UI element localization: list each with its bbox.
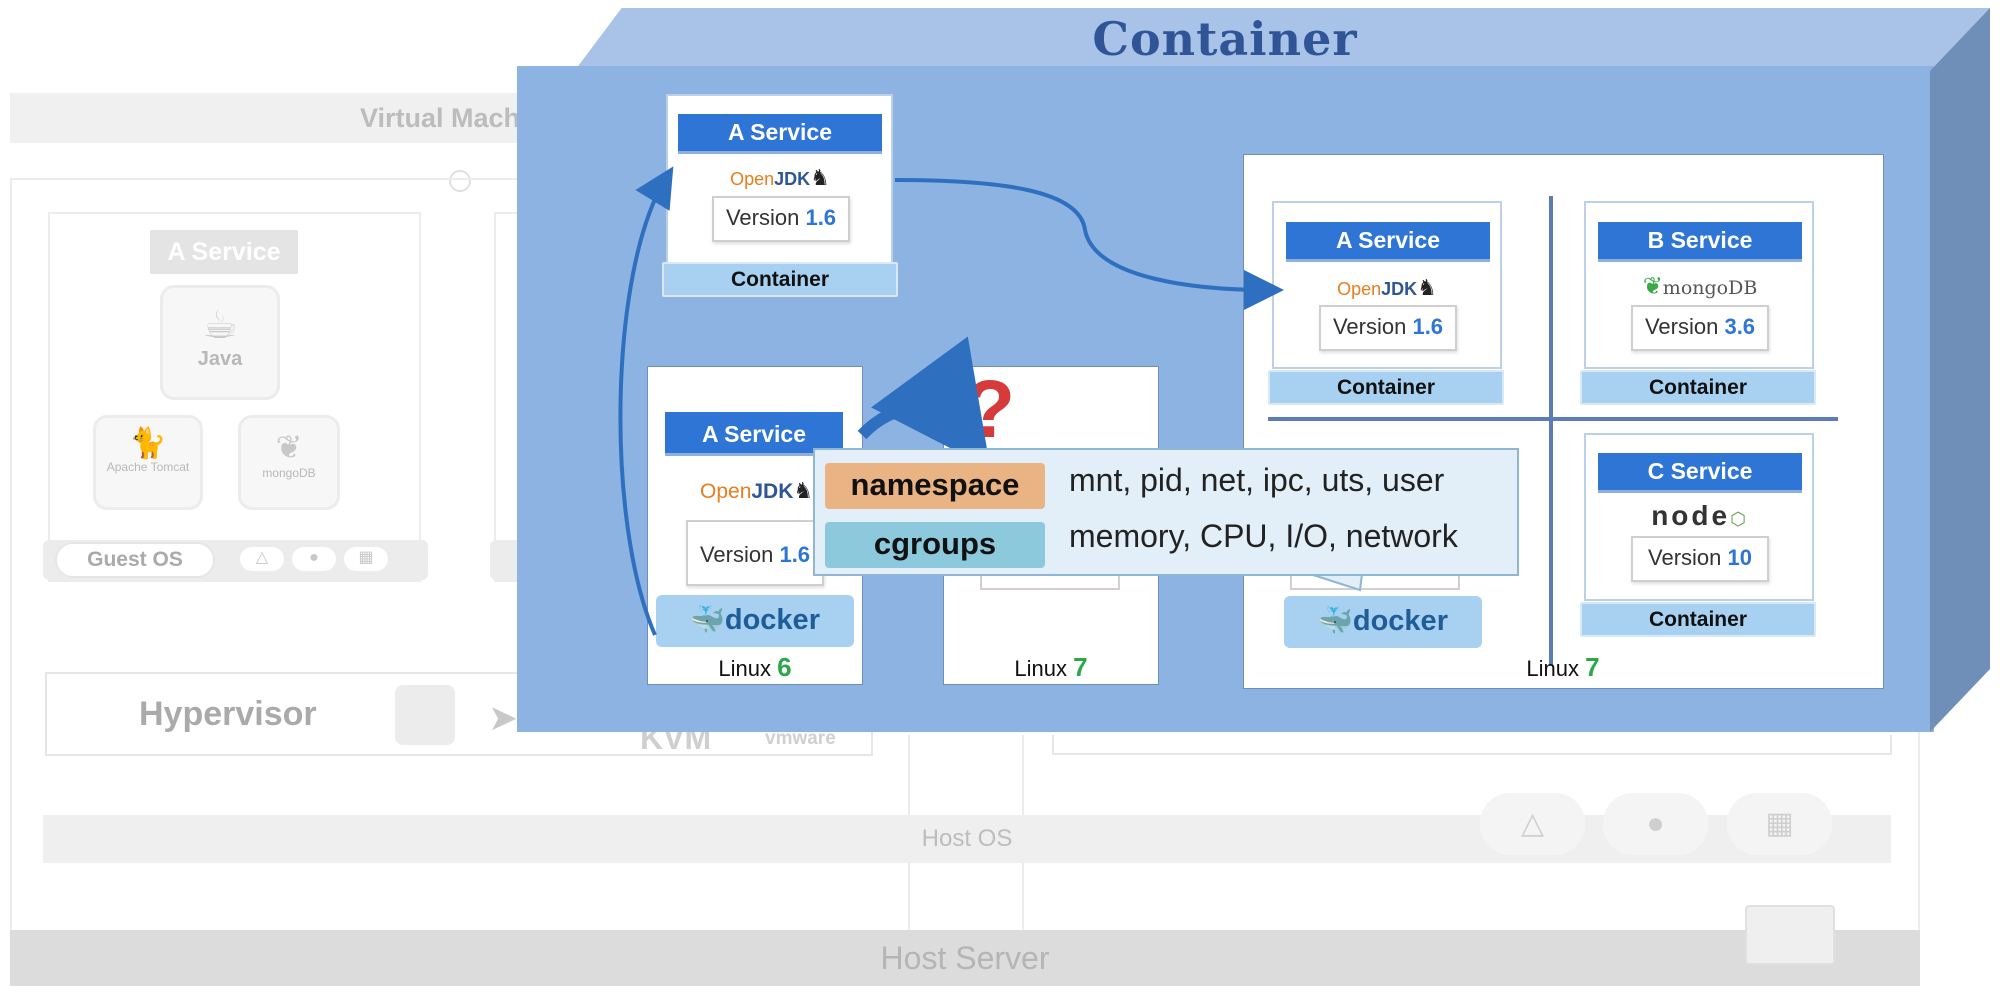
container-box-top	[574, 8, 1990, 71]
top-service-badge: A Service	[678, 114, 882, 154]
cell-c-node-logo: node⬡	[1610, 500, 1790, 532]
version-number: 1.6	[805, 205, 837, 230]
docker-label: docker	[724, 604, 820, 636]
guest-os-label: Guest OS	[55, 542, 215, 578]
duke-icon: ♞	[1417, 275, 1437, 300]
docker-label: docker	[1352, 605, 1448, 637]
host-server-bar: Host Server	[10, 930, 1920, 986]
linux7-docker-chip: 🐳docker	[1284, 596, 1482, 648]
openjdk-jdk-text: JDK	[774, 169, 811, 189]
version-text: Version	[1644, 314, 1719, 339]
host-linux-icon: △	[1480, 793, 1585, 855]
java-tile: ☕ Java	[160, 285, 280, 400]
docker-whale-icon: 🐳	[690, 604, 725, 635]
namespace-cgroups-callout: namespace mnt, pid, net, ipc, uts, user …	[813, 448, 1519, 576]
openjdk-open-text: Open	[730, 169, 775, 189]
version-number: 1.6	[1412, 314, 1444, 339]
linux6-label: Linux 6	[647, 652, 863, 683]
linux-number: 7	[1585, 652, 1600, 682]
namespace-description: mnt, pid, net, ipc, uts, user	[1069, 462, 1445, 498]
linux-os-icon: △	[240, 547, 284, 571]
quadrant-divider-vertical	[1549, 196, 1553, 666]
host-windows-icon: ▦	[1727, 793, 1832, 855]
linux6-service-badge: A Service	[665, 412, 843, 456]
version-number: 3.6	[1724, 314, 1756, 339]
hypervisor-label: Hypervisor	[139, 695, 317, 733]
linux7-small-label: Linux 7	[943, 652, 1159, 683]
server-rack-icon	[1745, 905, 1835, 965]
version-text: Version	[699, 542, 774, 567]
container-title: Container	[1092, 12, 1358, 66]
linux-text: Linux	[1014, 656, 1067, 681]
linux6-openjdk-logo: OpenJDK♞	[700, 478, 814, 504]
linux-number: 7	[1073, 652, 1088, 682]
placeholder-box-big	[1290, 568, 1460, 590]
vmware-logo: vmware	[765, 728, 836, 749]
callout-pointer	[1309, 573, 1364, 592]
cell-a-container-label: Container	[1268, 370, 1504, 405]
linux-text: Linux	[718, 656, 771, 681]
linux7-big-label: Linux 7	[1443, 652, 1683, 683]
top-container-label: Container	[662, 262, 898, 297]
linux-text: Linux	[1526, 656, 1579, 681]
tomcat-tile: 🐈 Apache Tomcat	[93, 415, 203, 510]
openjdk-open-text: Open	[1337, 279, 1382, 299]
linux-number: 6	[777, 652, 792, 682]
version-number: 10	[1727, 545, 1752, 570]
arrow-linux6-to-container	[618, 166, 674, 636]
container-box-side	[1930, 8, 1990, 732]
namespace-pill: namespace	[825, 463, 1045, 509]
cell-a-version-box: Version 1.6	[1319, 305, 1457, 351]
cell-a-service-badge: A Service	[1286, 222, 1490, 262]
mongodb-label: mongoDB	[262, 466, 316, 480]
cell-b-service-badge: B Service	[1598, 222, 1802, 262]
cell-c-container-label: Container	[1580, 602, 1816, 637]
version-text: Version	[1648, 545, 1722, 570]
mongodb-text: mongoDB	[1662, 277, 1758, 299]
version-number: 1.6	[779, 542, 811, 567]
quadrant-divider-horizontal	[1268, 417, 1838, 421]
cgroups-description: memory, CPU, I/O, network	[1069, 518, 1458, 554]
arrow-curved-to-question	[857, 336, 991, 469]
java-label: Java	[197, 348, 243, 370]
arrow-container-to-linux7	[894, 178, 1284, 310]
duke-icon: ♞	[793, 478, 814, 503]
openjdk-jdk-text: JDK	[751, 480, 794, 503]
top-openjdk-logo: OpenJDK♞	[690, 165, 870, 191]
xen-icon: ➤	[488, 697, 519, 738]
cgroups-pill: cgroups	[825, 522, 1045, 568]
cell-a-openjdk-logo: OpenJDK♞	[1297, 275, 1477, 301]
mongodb-leaf-icon: ❦	[1642, 272, 1663, 300]
version-text: Version	[725, 205, 800, 230]
openjdk-open-text: Open	[700, 480, 752, 503]
linux6-version-box: Version 1.6	[686, 520, 824, 586]
version-text: Version	[1332, 314, 1407, 339]
mongodb-leaf-icon: ❦	[275, 429, 303, 465]
node-hex-icon: ⬡	[1730, 509, 1749, 529]
cell-b-mongodb-logo: ❦mongoDB	[1610, 272, 1790, 300]
placeholder-box	[980, 568, 1120, 590]
windows-os-icon: ▦	[344, 547, 388, 571]
hypervisor-bar-right	[1052, 735, 1892, 755]
node-text: node	[1651, 500, 1731, 531]
apple-os-icon: ●	[292, 547, 336, 571]
docker-whale-icon: 🐳	[1318, 605, 1353, 636]
duke-icon: ♞	[810, 165, 830, 190]
mongodb-tile: ❦ mongoDB	[238, 415, 340, 510]
virtualbox-icon	[395, 685, 455, 745]
tomcat-cat-icon: 🐈	[129, 427, 167, 460]
java-cup-icon: ☕	[202, 303, 238, 347]
vm-service-badge: A Service	[150, 230, 298, 274]
cell-c-service-badge: C Service	[1598, 453, 1802, 493]
linux6-docker-chip: 🐳docker	[656, 595, 854, 647]
openjdk-jdk-text: JDK	[1381, 279, 1418, 299]
cell-b-container-label: Container	[1580, 370, 1816, 405]
cell-b-version-box: Version 3.6	[1631, 305, 1769, 351]
vm-connector-dot	[449, 170, 471, 192]
tomcat-label: Apache Tomcat	[106, 460, 190, 474]
cell-c-version-box: Version 10	[1631, 536, 1769, 582]
top-version-box: Version 1.6	[712, 196, 850, 242]
host-apple-icon: ●	[1603, 793, 1708, 855]
